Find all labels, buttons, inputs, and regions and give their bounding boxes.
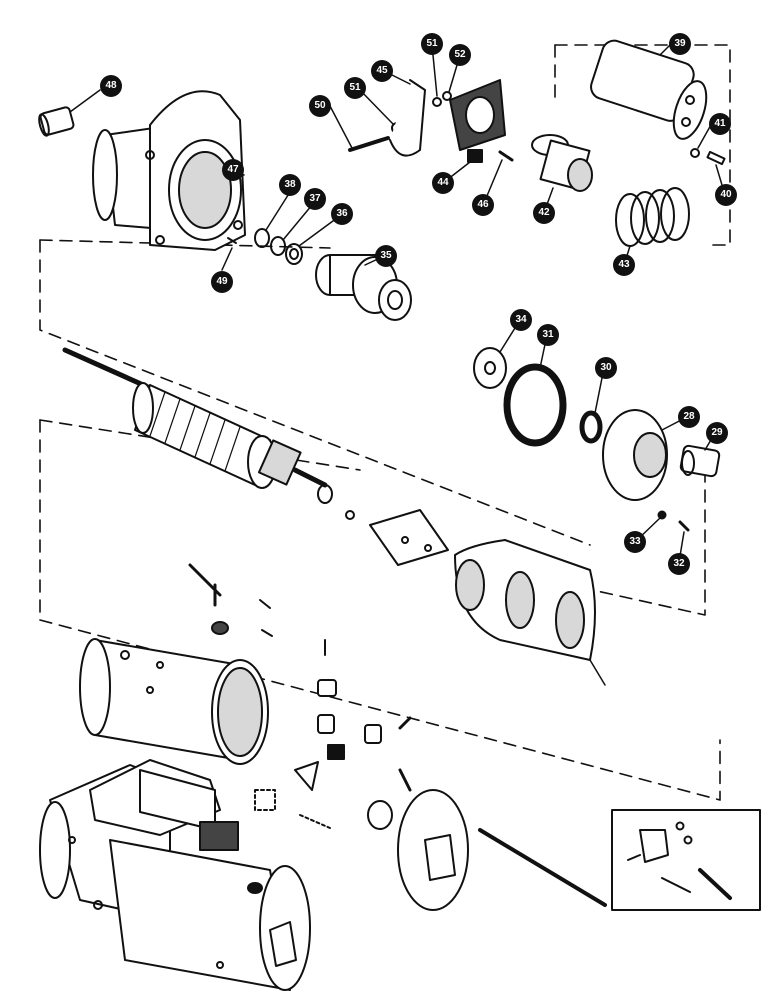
callout-47: 47 xyxy=(222,159,244,181)
callout-40: 40 xyxy=(715,184,737,206)
callout-35: 35 xyxy=(375,245,397,267)
nut-part xyxy=(690,148,700,158)
assembled-starter xyxy=(39,759,311,991)
solenoid-part xyxy=(590,39,708,140)
brush-hardware xyxy=(188,563,412,829)
callout-29: 29 xyxy=(706,422,728,444)
callout-44: 44 xyxy=(432,172,454,194)
callout-42: 42 xyxy=(533,202,555,224)
end-bushing-part xyxy=(679,444,721,478)
end-cap-part xyxy=(602,409,668,501)
through-bolt-part xyxy=(478,828,607,907)
callout-37: 37 xyxy=(304,188,326,210)
pin-part xyxy=(227,237,237,244)
front-housing-part xyxy=(92,90,246,251)
callout-38: 38 xyxy=(279,174,301,196)
commutator-end-cover xyxy=(367,789,469,911)
callout-45: 45 xyxy=(371,60,393,82)
shaft-washer-part xyxy=(317,484,333,504)
frame-part xyxy=(79,638,269,765)
callout-49: 49 xyxy=(211,271,233,293)
screw-part xyxy=(706,150,726,166)
callout-32: 32 xyxy=(668,553,690,575)
callout-30: 30 xyxy=(595,357,617,379)
field-coil-assembly xyxy=(454,539,606,686)
callout-41: 41 xyxy=(709,113,731,135)
seal-ring-part xyxy=(579,410,603,444)
callout-33: 33 xyxy=(624,531,646,553)
shift-lever-parts xyxy=(348,79,514,163)
spring-part xyxy=(615,187,690,247)
callout-50: 50 xyxy=(309,95,331,117)
callout-43: 43 xyxy=(613,254,635,276)
callout-39: 39 xyxy=(669,33,691,55)
gasket-part xyxy=(503,363,567,447)
callout-51-upper: 51 xyxy=(421,33,443,55)
callout-34: 34 xyxy=(510,309,532,331)
plunger-part xyxy=(531,134,593,192)
armature-part xyxy=(62,347,328,489)
callout-51: 51 xyxy=(344,77,366,99)
callout-31: 31 xyxy=(537,324,559,346)
drive-assembly-part xyxy=(315,254,412,321)
thrust-washer-part xyxy=(473,347,507,389)
bushing-part xyxy=(38,106,75,137)
callout-36: 36 xyxy=(331,203,353,225)
callout-48: 48 xyxy=(100,75,122,97)
washer-stack xyxy=(254,228,303,265)
pole-shoe-part xyxy=(369,509,449,566)
callout-28: 28 xyxy=(678,406,700,428)
callout-52: 52 xyxy=(449,44,471,66)
inset-box xyxy=(611,809,761,911)
callout-46: 46 xyxy=(472,194,494,216)
